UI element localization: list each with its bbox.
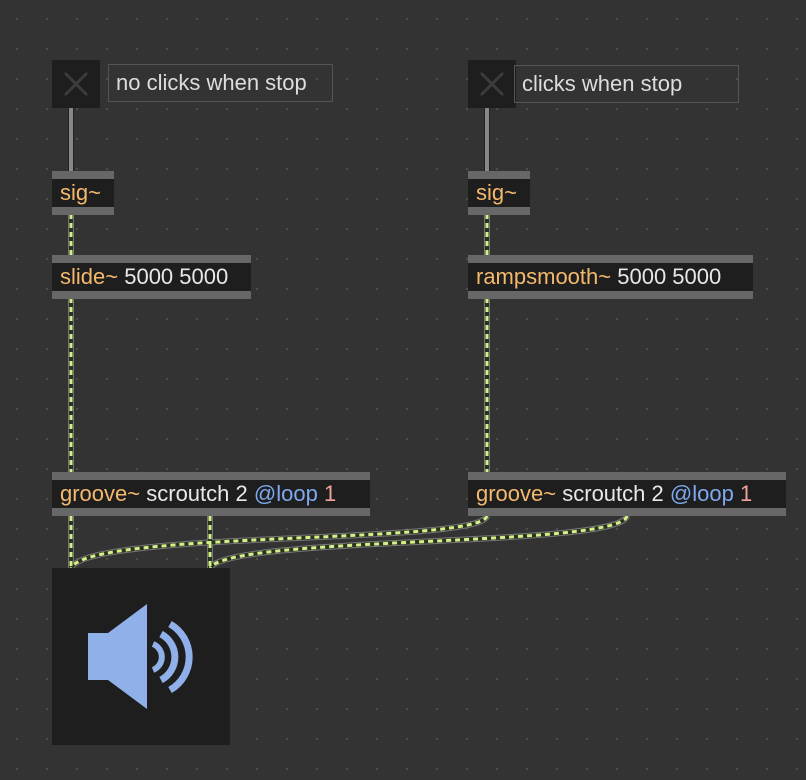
object-class: sig~ bbox=[60, 180, 101, 205]
object-attr: @loop bbox=[669, 481, 734, 506]
object-class: groove~ bbox=[476, 481, 557, 506]
ezdac-object[interactable] bbox=[52, 568, 230, 745]
toggle-left[interactable] bbox=[52, 60, 100, 108]
object-class: sig~ bbox=[476, 180, 517, 205]
object-class: slide~ bbox=[60, 264, 119, 289]
comment-no-clicks: no clicks when stop bbox=[108, 64, 333, 102]
object-attr: @loop bbox=[253, 481, 318, 506]
toggle-right[interactable] bbox=[468, 60, 516, 108]
object-attr-value: 1 bbox=[323, 481, 337, 506]
speaker-icon bbox=[88, 604, 193, 709]
slide-object[interactable]: slide~ 5000 5000 bbox=[52, 255, 251, 299]
groove-object-right[interactable]: groove~ scroutch 2 @loop 1 bbox=[468, 472, 786, 516]
object-args: 5000 5000 bbox=[124, 264, 229, 289]
object-class: rampsmooth~ bbox=[476, 264, 612, 289]
comment-clicks: clicks when stop bbox=[514, 65, 739, 103]
object-class: groove~ bbox=[60, 481, 141, 506]
object-args: 5000 5000 bbox=[617, 264, 722, 289]
rampsmooth-object[interactable]: rampsmooth~ 5000 5000 bbox=[468, 255, 753, 299]
sig-object-right[interactable]: sig~ bbox=[468, 171, 530, 215]
x-icon bbox=[63, 71, 89, 97]
groove-object-left[interactable]: groove~ scroutch 2 @loop 1 bbox=[52, 472, 370, 516]
object-attr-value: 1 bbox=[739, 481, 753, 506]
x-icon bbox=[479, 71, 505, 97]
object-args: scroutch 2 bbox=[146, 481, 248, 506]
object-args: scroutch 2 bbox=[562, 481, 664, 506]
sig-object-left[interactable]: sig~ bbox=[52, 171, 114, 215]
control-cords bbox=[68, 108, 490, 172]
